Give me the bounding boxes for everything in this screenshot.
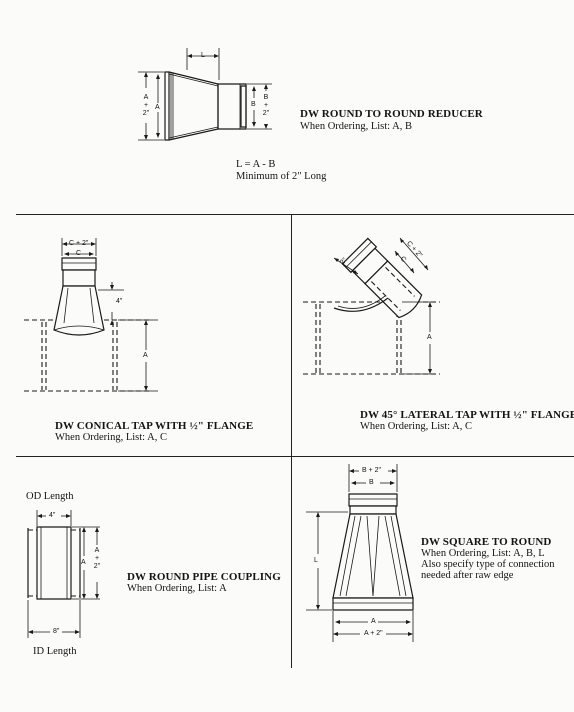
reducer-drawing	[138, 48, 272, 140]
coupling-od-length: OD Length	[26, 491, 74, 502]
conical-tap-title: DW CONICAL TAP WITH ½" FLANGE	[55, 420, 254, 432]
str-dim-b: B	[369, 479, 374, 486]
str-dim-l: L	[314, 557, 318, 564]
conical-dim-4: 4"	[116, 298, 123, 305]
conical-dim-c-plus2: C + 2"	[69, 240, 89, 247]
reducer-a2-line3: 2"	[142, 110, 150, 117]
divider-top	[16, 214, 574, 215]
coupling-a2-line1: A	[94, 547, 100, 554]
str-dim-a: A	[371, 618, 376, 625]
reducer-formula: L = A - B	[236, 159, 276, 170]
lateral-tap-drawing	[303, 238, 440, 374]
coupling-a2-line2: +	[94, 555, 100, 562]
conical-dim-c: C	[76, 250, 82, 257]
str-dim-b-plus2: B + 2"	[362, 467, 382, 474]
square-to-round-ordering: When Ordering, List: A, B, L	[421, 548, 545, 559]
reducer-a2-line2: +	[143, 102, 149, 109]
coupling-title: DW ROUND PIPE COUPLING	[127, 571, 281, 583]
reducer-b2-line2: +	[263, 102, 269, 109]
lateral-tap-title: DW 45° LATERAL TAP WITH ½" FLANGE	[360, 409, 574, 421]
reducer-dim-a: A	[155, 104, 160, 111]
reducer-dim-a-plus2: A + 2"	[141, 94, 151, 118]
square-to-round-note-2: needed after raw edge	[421, 570, 514, 581]
conical-dim-a: A	[143, 352, 148, 359]
reducer-minimum: Minimum of 2" Long	[236, 171, 327, 182]
square-to-round-title: DW SQUARE TO ROUND	[421, 536, 552, 548]
reducer-dim-b: B	[251, 101, 256, 108]
lateral-tap-ordering: When Ordering, List: A, C	[360, 421, 472, 432]
square-to-round-drawing	[306, 464, 413, 642]
divider-middle	[16, 456, 574, 457]
reducer-b2-line3: 2"	[262, 110, 270, 117]
coupling-drawing	[28, 510, 100, 638]
coupling-dim-8: 8"	[53, 628, 60, 635]
square-to-round-note-1: Also specify type of connection	[421, 559, 555, 570]
reducer-ordering: When Ordering, List: A, B	[300, 121, 412, 132]
coupling-dim-4: 4"	[49, 512, 56, 519]
coupling-id-length: ID Length	[33, 646, 77, 657]
reducer-dim-b-plus2: B + 2"	[261, 94, 271, 118]
coupling-dim-a: A	[81, 559, 86, 566]
reducer-dim-l: L	[201, 52, 205, 59]
coupling-ordering: When Ordering, List: A	[127, 583, 227, 594]
str-dim-a-plus2: A + 2"	[364, 630, 383, 637]
conical-tap-drawing	[24, 238, 158, 391]
coupling-a2-line3: 2"	[93, 563, 101, 570]
lateral-dim-a: A	[427, 334, 432, 341]
reducer-a2-line1: A	[143, 94, 149, 101]
divider-vertical	[291, 214, 292, 668]
reducer-title: DW ROUND TO ROUND REDUCER	[300, 108, 483, 120]
coupling-dim-a-plus2: A + 2"	[92, 547, 102, 571]
conical-tap-ordering: When Ordering, List: A, C	[55, 432, 167, 443]
reducer-b2-line1: B	[263, 94, 269, 101]
